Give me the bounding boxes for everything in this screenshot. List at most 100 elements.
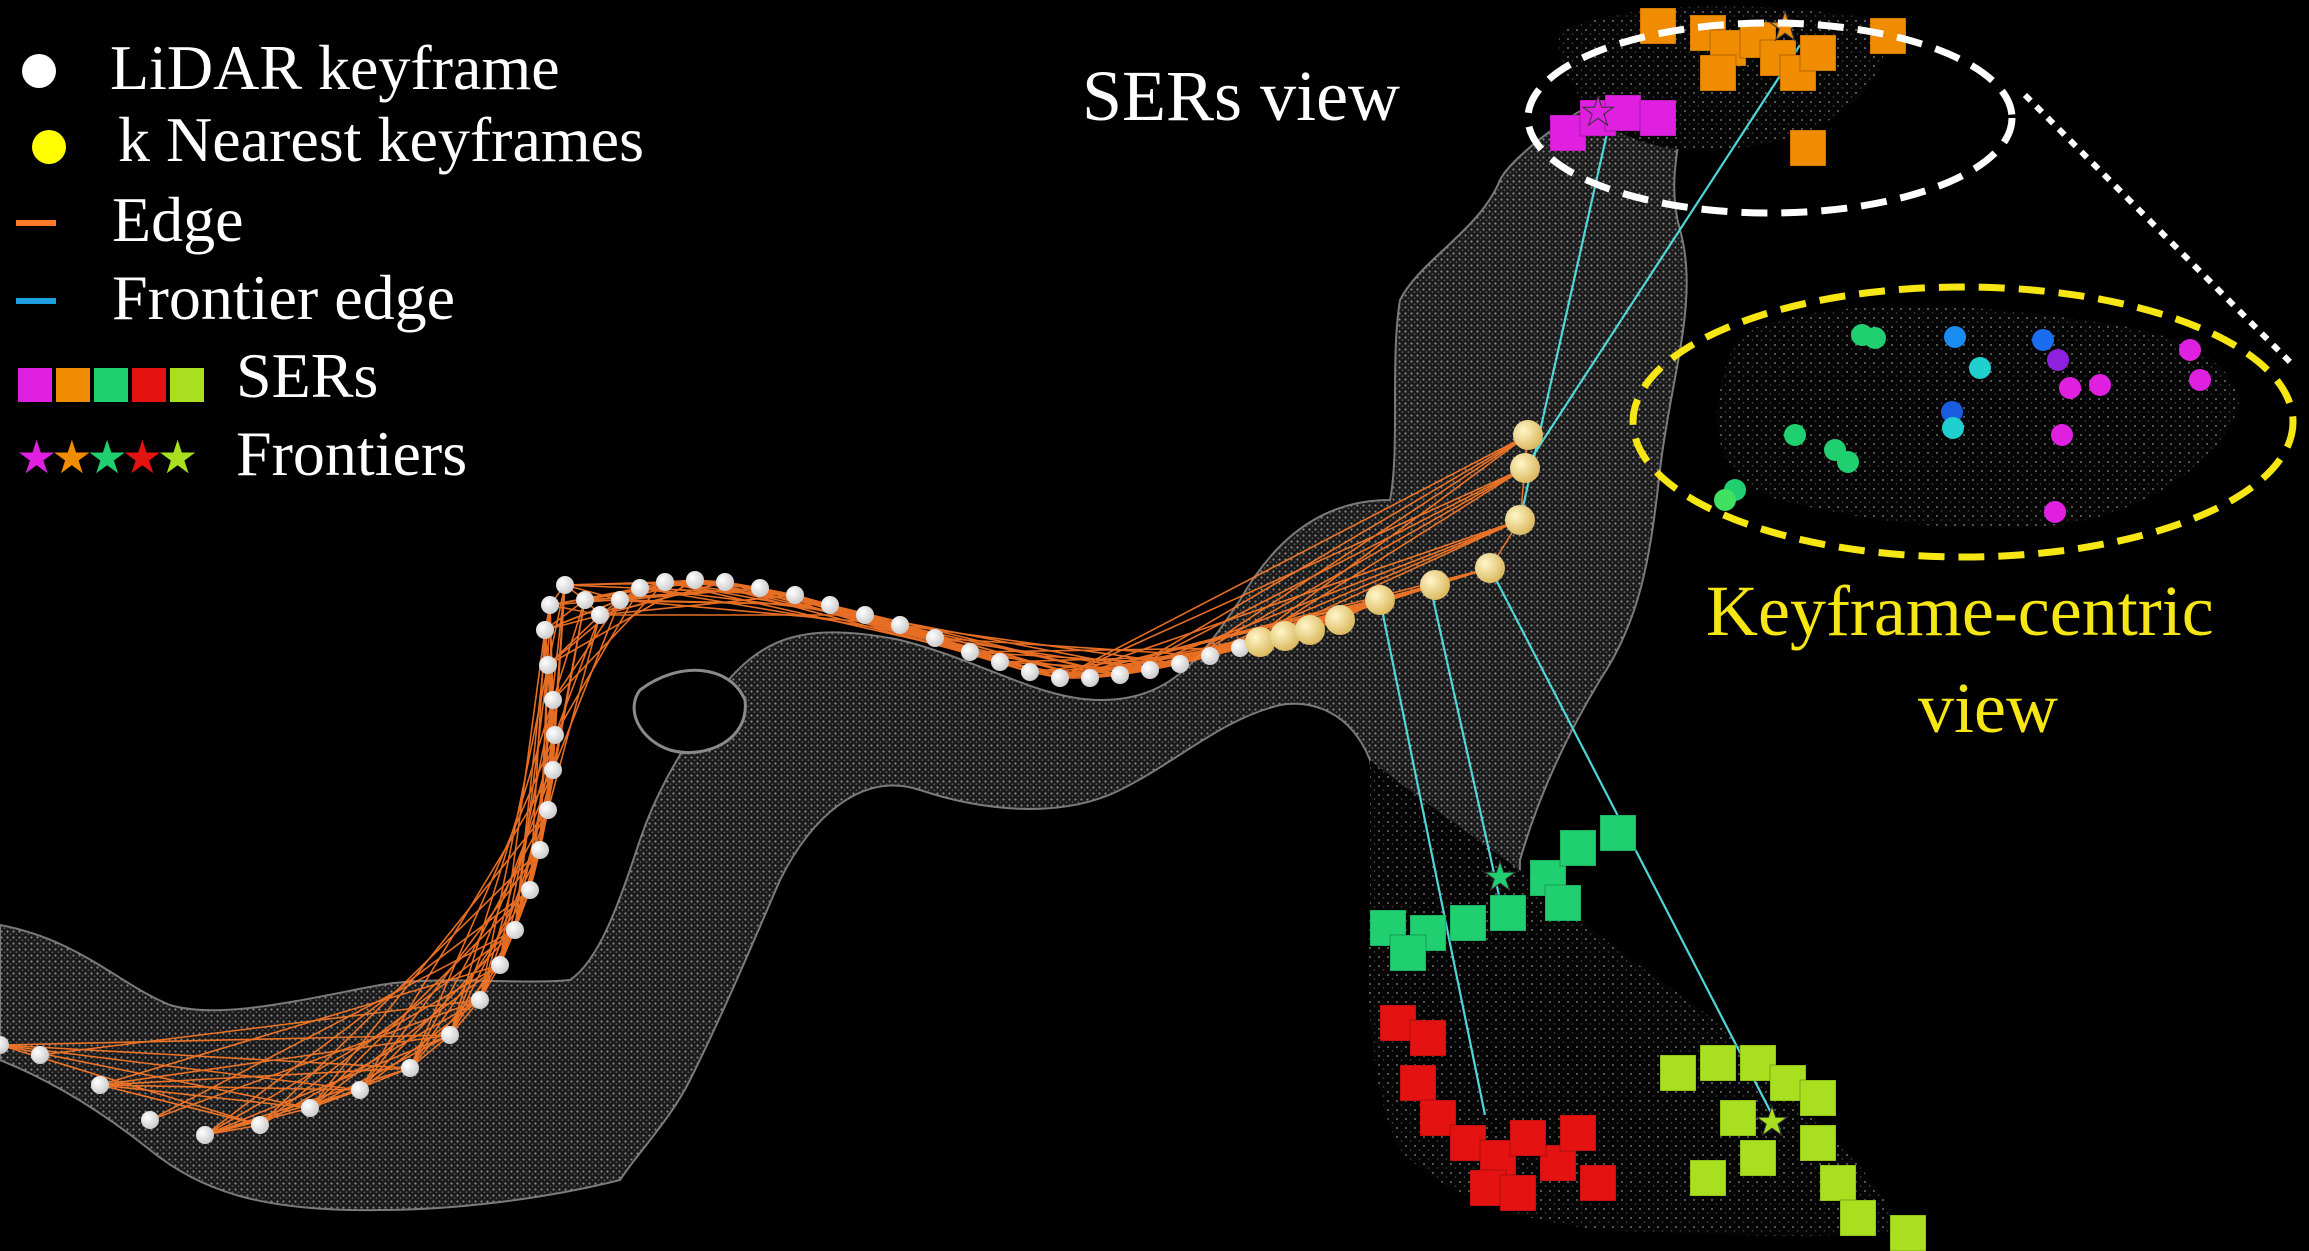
nearest-keyframe-point (1365, 585, 1395, 615)
legend-sers-label: SERs (236, 340, 379, 411)
ser-block (1719, 1099, 1757, 1137)
ser-block (1699, 1044, 1737, 1082)
nearest-keyframe-point (1513, 420, 1543, 450)
frontier-star: ★ (1580, 89, 1616, 135)
keyframe-point (301, 1099, 319, 1117)
keyframe-point (441, 1026, 459, 1044)
edge-line (149, 929, 516, 1121)
frontier-star-icon: ★ (157, 430, 198, 484)
keyframe-view-caption-line2: view (1918, 668, 2058, 748)
sers-view-ellipse (1524, 19, 2016, 217)
edge-line (969, 647, 1241, 653)
keyframe-point (536, 621, 554, 639)
legend-frontiers-label: Frontiers (236, 418, 468, 489)
ser-block (1739, 1139, 1777, 1177)
keyframe-point (141, 1111, 159, 1129)
edge-line (547, 614, 601, 666)
ser-block (1579, 1164, 1617, 1202)
ser-block (1509, 1119, 1547, 1157)
ser-block (1689, 1159, 1727, 1197)
ser-swatches-icon (18, 368, 204, 402)
keyframe-point (576, 591, 594, 609)
ser-block (1699, 54, 1737, 92)
ser-block (1659, 1054, 1697, 1092)
edge-line (99, 1034, 451, 1086)
keyframe-point (891, 616, 909, 634)
edge-line (309, 1034, 451, 1109)
ser-block (1389, 934, 1427, 972)
ser-block (1799, 1124, 1837, 1162)
frontier-edge-line (1524, 44, 1801, 469)
ser-swatch (132, 368, 166, 402)
keyframe-point (539, 656, 557, 674)
keyframe-point (506, 921, 524, 939)
edge-line (1059, 434, 1529, 679)
keyframe-point (1141, 661, 1159, 679)
keyframe-point (531, 841, 549, 859)
frontier-edge-line-icon (16, 298, 56, 304)
keyframe-point (1111, 666, 1129, 684)
keyframe-point (821, 596, 839, 614)
ser-block (1489, 894, 1527, 932)
keyframe-point (751, 579, 769, 597)
inset-point (2051, 424, 2073, 446)
ser-block (1789, 129, 1827, 167)
edge-line (479, 664, 549, 1001)
edge-line (619, 599, 901, 626)
keyframe-point (1201, 647, 1219, 665)
keyframe-point (1021, 663, 1039, 681)
keyframe-point (856, 606, 874, 624)
legend-keyframe-label: LiDAR keyframe (110, 32, 560, 103)
keyframe-point (91, 1076, 109, 1094)
nearest-dot-icon (32, 130, 66, 164)
frontier-star-icon: ★ (16, 430, 57, 484)
inset-point (1969, 357, 1991, 379)
inset-point (1942, 417, 1964, 439)
frontier-star-icon: ★ (86, 430, 128, 484)
frontier-markers: ★★★★ (1482, 4, 1804, 1146)
keyframe-point (1081, 669, 1099, 687)
frontier-star: ★ (1754, 1099, 1790, 1145)
keyframe-point (611, 591, 629, 609)
inset-point (1941, 401, 1963, 423)
frontier-stars-icon: ★★★★★ (16, 430, 198, 484)
edge-line (0, 1044, 411, 1069)
ser-block (1449, 904, 1487, 942)
edge-line (1239, 434, 1529, 649)
ser-block (1819, 1164, 1857, 1202)
ser-block (1839, 1199, 1877, 1237)
ser-block (1639, 7, 1677, 45)
keyframe-point (926, 629, 944, 647)
frontier-star-icon: ★ (121, 430, 163, 484)
keyframe-point (591, 606, 609, 624)
edge-line (724, 581, 1031, 673)
nearest-keyframe-point (1420, 570, 1450, 600)
nearest-keyframe-point (1475, 553, 1505, 583)
keyframe-point (544, 691, 562, 709)
keyframe-point (546, 726, 564, 744)
edge-line (1239, 467, 1526, 649)
keyframe-point (0, 1036, 9, 1054)
keyframe-view-ellipse (1629, 283, 2297, 561)
ser-block (1889, 1214, 1927, 1251)
inset-point (1714, 489, 1736, 511)
ser-swatch (94, 368, 128, 402)
keyframe-point (544, 761, 562, 779)
edge-line (359, 769, 554, 1091)
nearest-keyframe-point (1270, 621, 1300, 651)
ser-block (1544, 884, 1582, 922)
keyframe-point (656, 573, 674, 591)
ser-block (1799, 1079, 1837, 1117)
ser-block (1604, 94, 1642, 132)
inset-point (2044, 501, 2066, 523)
ser-block (1599, 814, 1637, 852)
ser-block (1639, 99, 1677, 137)
ser-block (1799, 34, 1837, 72)
edge-line (449, 699, 554, 1036)
edge-line (552, 599, 621, 771)
keyframe-point (1231, 639, 1249, 657)
frontier-edge-line (1428, 584, 1502, 901)
keyframe-dot-icon (22, 54, 56, 88)
legend-nearest-label: k Nearest keyframes (118, 104, 644, 175)
